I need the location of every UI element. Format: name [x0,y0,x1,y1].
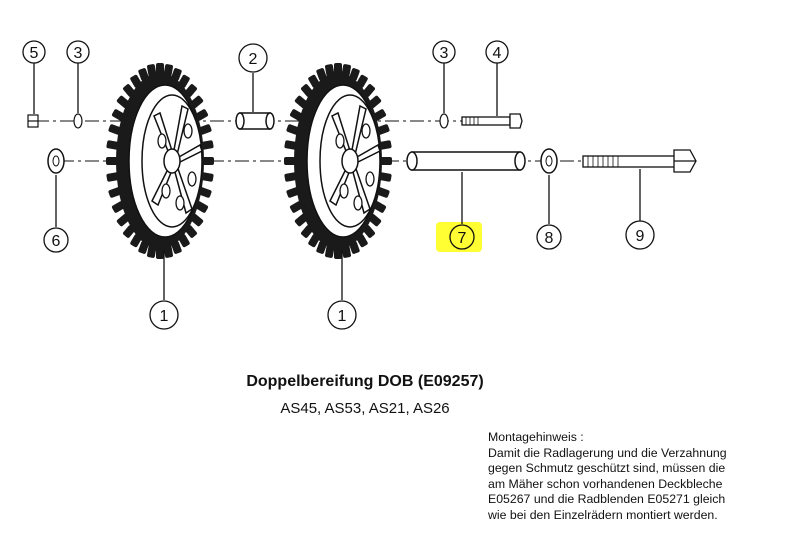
part-nut [27,114,39,128]
leader-lines [33,63,641,300]
svg-text:1: 1 [338,308,347,325]
svg-text:5: 5 [30,45,39,62]
note-line: E05267 und die Radblenden E05271 gleich [488,492,726,506]
callout-3-left: 3 [66,40,90,64]
callout-4: 4 [485,40,509,64]
model-list: AS45, AS53, AS21, AS26 [280,400,450,417]
note-line: wie bei den Einzelrädern montiert werden… [488,507,718,522]
callout-7: 7 [449,224,475,250]
svg-text:1: 1 [160,308,169,325]
highlight-marker [436,222,482,252]
part-washer-large-left [47,148,65,174]
callout-5: 5 [22,40,46,64]
part-axle-tube [406,151,526,171]
svg-text:6: 6 [52,233,61,250]
callout-1-left: 1 [149,300,179,330]
callout-6: 6 [43,227,69,253]
note-line: am Mäher schon vorhandenen Deckbleche [488,476,723,491]
svg-text:9: 9 [636,228,645,245]
part-washer-small-right [439,113,449,129]
part-spacer-sleeve [235,112,275,130]
callout-1-right: 1 [327,300,357,330]
callout-3-right: 3 [432,40,456,64]
svg-text:8: 8 [545,230,554,247]
assembly-note: Montagehinweis : Damit die Radlagerung u… [488,430,788,523]
note-line: Damit die Radlagerung und die Verzahnung [488,445,727,460]
callout-9: 9 [625,220,655,250]
note-line: gegen Schmutz geschützt sind, müssen die [488,461,726,475]
svg-text:3: 3 [440,45,449,62]
callout-2: 2 [238,43,268,73]
callout-8: 8 [536,224,562,250]
note-heading: Montagehinweis : [488,430,584,444]
part-washer-small-left [73,113,83,129]
wheel-right [284,62,392,259]
wheel-left [106,62,214,259]
svg-text:7: 7 [458,230,467,247]
svg-text:3: 3 [74,45,83,62]
svg-text:4: 4 [493,45,502,62]
diagram-title: Doppelbereifung DOB (E09257) [246,373,484,390]
part-bolt-short [461,113,523,129]
part-washer-large-right [540,148,558,174]
part-bolt-long [582,149,697,173]
svg-text:2: 2 [249,51,258,68]
